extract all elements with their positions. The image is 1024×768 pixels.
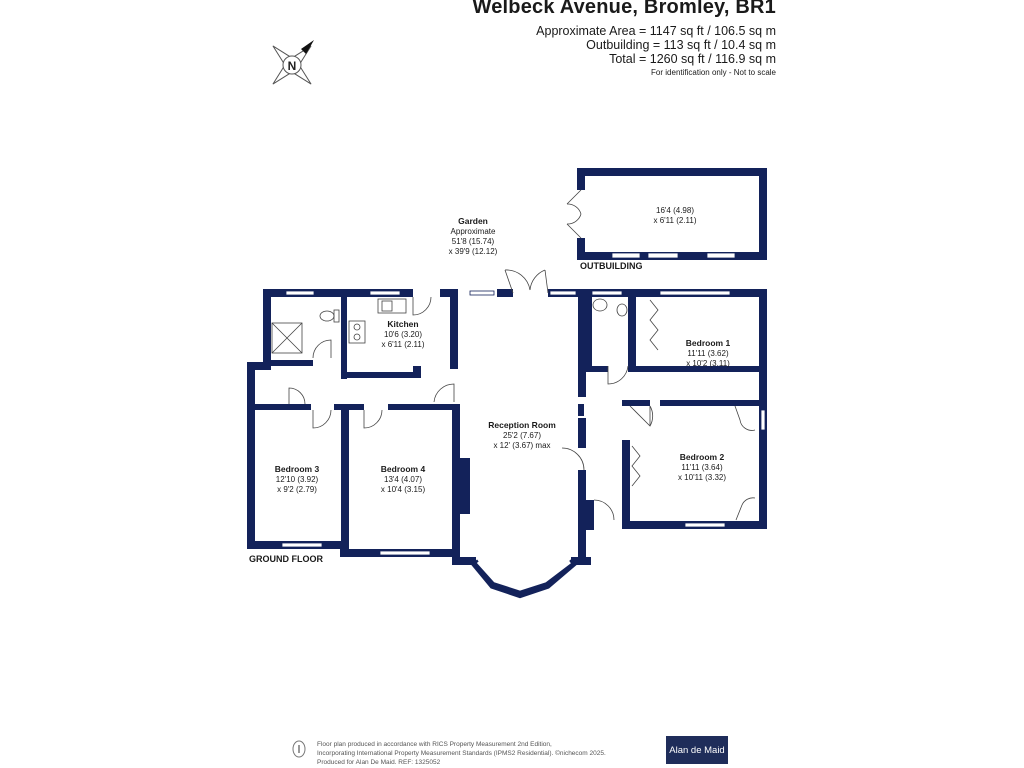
garden-label: Garden <box>458 216 488 226</box>
bedroom-1-label: Bedroom 1 <box>686 338 731 348</box>
agent-logo: Alan de Maid <box>666 736 728 764</box>
info-badge-icon <box>292 740 306 758</box>
bedroom-1-dims-1: 11'11 (3.62) <box>687 349 729 358</box>
outbuilding-dims-1: 16'4 (4.98) <box>656 206 694 215</box>
outbuilding-dims-2: x 6'11 (2.11) <box>653 216 696 225</box>
compass-letter: N <box>288 59 297 73</box>
garden-dims-2: x 39'9 (12.12) <box>449 247 498 256</box>
bedroom-3-dims-2: x 9'2 (2.79) <box>277 485 317 494</box>
bedroom-2-dims-1: 11'11 (3.64) <box>681 463 723 472</box>
footer-line-2: Incorporating International Property Mea… <box>317 750 606 757</box>
bedroom-4-dims-1: 13'4 (4.07) <box>384 475 422 484</box>
bathroom-fixtures <box>271 298 628 354</box>
fireplace <box>460 458 470 514</box>
bedroom-3-dims-1: 12'10 (3.92) <box>276 475 319 484</box>
compass-rose-icon <box>272 45 312 85</box>
footer-line-3: Produced for Alan De Maid. REF: 1325052 <box>317 759 441 766</box>
outbuilding-area: Outbuilding = 113 sq ft / 10.4 sq m <box>586 38 776 52</box>
bedroom-2-label: Bedroom 2 <box>680 452 725 462</box>
bay-window-glass <box>476 560 571 591</box>
bedroom-2-dims-2: x 10'11 (3.32) <box>678 473 726 482</box>
footer-disclaimer: Floor plan produced in accordance with R… <box>317 740 606 767</box>
kitchen-dims-1: 10'6 (3.20) <box>384 330 422 339</box>
total-area: Total = 1260 sq ft / 116.9 sq m <box>609 52 776 66</box>
page-title: Welbeck Avenue, Bromley, BR1 <box>472 0 776 18</box>
kitchen-fixtures <box>348 298 407 344</box>
room-labels: Garden Approximate 51'8 (15.74) x 39'9 (… <box>249 206 730 564</box>
floor-label: GROUND FLOOR <box>249 554 323 564</box>
outbuilding-windows <box>611 252 736 259</box>
door-swings <box>288 296 756 521</box>
reception-pillar <box>578 404 584 416</box>
bay-window <box>470 558 577 599</box>
bedroom-1-dims-2: x 10'2 (3.11) <box>686 359 730 368</box>
reception-dims-2: x 12' (3.67) max <box>493 441 550 450</box>
bedroom-4-label: Bedroom 4 <box>381 464 426 474</box>
reception-dims-1: 25'2 (7.67) <box>503 431 541 440</box>
outbuilding-door <box>566 189 582 239</box>
scale-note: For identification only - Not to scale <box>651 68 776 77</box>
garden-dims-1: 51'8 (15.74) <box>452 237 495 246</box>
footer-line-1: Floor plan produced in accordance with R… <box>317 741 552 748</box>
kitchen-label: Kitchen <box>387 319 418 329</box>
garden-doors <box>504 269 549 294</box>
kitchen-dims-2: x 6'11 (2.11) <box>381 340 424 349</box>
approximate-area: Approximate Area = 1147 sq ft / 106.5 sq… <box>536 24 776 38</box>
garden-approx: Approximate <box>451 227 496 236</box>
windows <box>281 290 766 556</box>
bedroom-3-label: Bedroom 3 <box>275 464 320 474</box>
north-arrow-icon <box>301 40 314 54</box>
reception-label: Reception Room <box>488 420 556 430</box>
outbuilding-label: OUTBUILDING <box>580 261 643 271</box>
bedroom-4-dims-2: x 10'4 (3.15) <box>381 485 426 494</box>
